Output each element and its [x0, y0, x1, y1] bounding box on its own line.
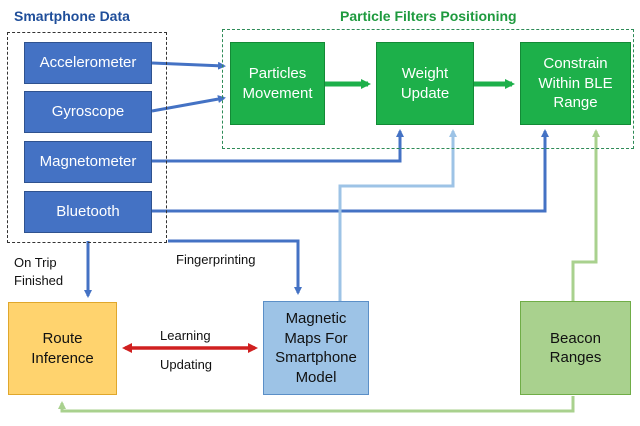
- arrow-beacon-to-constrain: [571, 129, 600, 301]
- constrain-ble-label: Constrain Within BLE Range: [538, 55, 613, 112]
- route-inference-box: Route Inference: [8, 302, 117, 395]
- magnetometer-label: Magnetometer: [39, 153, 137, 171]
- particle-filter-group: [222, 29, 634, 149]
- on-trip-finished-label: On Trip Finished: [14, 255, 64, 288]
- beacon-ranges-label: Beacon Ranges: [549, 329, 602, 367]
- beacon-ranges-box: Beacon Ranges: [520, 301, 631, 395]
- constrain-ble-box: Constrain Within BLE Range: [520, 42, 631, 125]
- learning-label: Learning: [160, 328, 211, 343]
- arrow-accelerometer-to-movement: [151, 61, 226, 70]
- route-inference-label: Route Inference: [31, 330, 94, 367]
- accelerometer-box: Accelerometer: [24, 42, 152, 84]
- gyroscope-box: Gyroscope: [24, 91, 152, 133]
- arrow-beacon-to-route: [58, 396, 575, 413]
- smartphone-data-title: Smartphone Data: [14, 8, 130, 24]
- fingerprinting-label: Fingerprinting: [176, 252, 256, 267]
- accelerometer-label: Accelerometer: [39, 54, 137, 72]
- arrow-bluetooth-to-constrain: [152, 129, 549, 213]
- smartphone-data-group: [7, 32, 167, 243]
- weight-update-label: Weight Update: [400, 65, 450, 102]
- particles-movement-box: Particles Movement: [230, 42, 325, 125]
- bluetooth-label: Bluetooth: [56, 203, 120, 221]
- particles-movement-label: Particles Movement: [242, 65, 313, 102]
- updating-label: Updating: [160, 357, 213, 372]
- gyroscope-label: Gyroscope: [51, 103, 125, 121]
- weight-update-box: Weight Update: [376, 42, 474, 125]
- bluetooth-box: Bluetooth: [24, 191, 152, 233]
- arrow-gyroscope-to-movement: [151, 95, 226, 113]
- magnetic-maps-box: Magnetic Maps For Smartphone Model: [263, 301, 369, 395]
- arrow-magnetometer-to-weight: [152, 129, 404, 163]
- magnetic-maps-label: Magnetic Maps For Smartphone Model: [275, 310, 357, 386]
- particle-filter-title: Particle Filters Positioning: [340, 8, 517, 24]
- arrow-maps-to-weight: [338, 129, 457, 301]
- magnetometer-box: Magnetometer: [24, 141, 152, 183]
- arrow-fingerprinting-to-maps: [168, 239, 302, 295]
